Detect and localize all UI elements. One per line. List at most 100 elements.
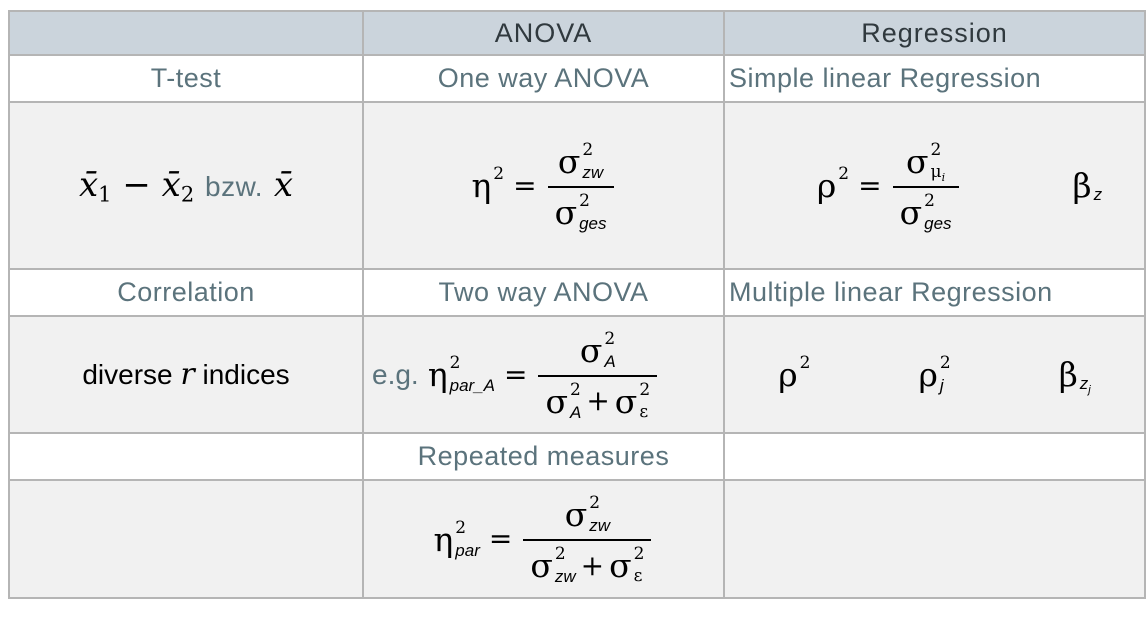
subscript-zj: zj (1079, 374, 1091, 396)
sigma-symbol: σ (899, 192, 923, 232)
sub-2: 2 (180, 182, 195, 207)
exponent-2: 2 (554, 544, 566, 564)
eta-symbol: η (433, 519, 454, 559)
exponent-2: 2 (639, 379, 651, 400)
subscript-ges: ges (924, 213, 952, 233)
subscript-zw: zw (554, 567, 576, 586)
header-cell-empty (8, 10, 364, 56)
exponent-2: 2 (939, 353, 951, 373)
sigma-symbol: σ (564, 495, 588, 534)
rho-symbol: ρ (918, 355, 938, 394)
cell-two-way-anova-label: Two way ANOVA (362, 268, 725, 317)
cell-repeated-measures-label: Repeated measures (362, 432, 725, 481)
sigma-symbol: σ (530, 546, 553, 585)
rho-symbol: ρ (778, 355, 798, 394)
subscript-zw: zw (582, 162, 604, 182)
bzw-text: bzw. (205, 170, 264, 202)
cell-empty-gray-right (723, 479, 1146, 599)
sigma-symbol: σ (609, 546, 632, 585)
statistics-comparison-table: ANOVA Regression T-test One way ANOVA Si… (8, 10, 1146, 599)
subscript-epsilon: ε (633, 566, 643, 586)
scripts: 2 zw (554, 544, 576, 586)
beta-symbol: β (1072, 166, 1092, 205)
sigma-symbol: σ (905, 141, 929, 181)
indices-text: indices (202, 359, 290, 390)
exponent-2: 2 (799, 353, 811, 373)
eg-text: e.g. (372, 358, 419, 390)
subscript-zw: zw (589, 516, 611, 535)
equals-sign: = (858, 168, 882, 202)
cell-empty-gray-left (8, 479, 364, 599)
mu-symbol: μ (930, 161, 942, 182)
sub-1: 1 (98, 182, 112, 207)
xbar2: x̄ (161, 164, 181, 205)
cell-empty-left (8, 432, 364, 481)
equals-sign: = (503, 357, 528, 391)
sigma-symbol: σ (545, 381, 568, 421)
exponent-2: 2 (493, 164, 505, 184)
plus-sign: + (586, 384, 610, 417)
minus-sign: − (122, 164, 151, 205)
label-row-2: Correlation Two way ANOVA Multiple linea… (8, 268, 1146, 317)
equals-sign: = (513, 168, 537, 202)
cell-empty-right (723, 432, 1146, 481)
cell-correlation-label: Correlation (8, 268, 364, 317)
header-row: ANOVA Regression (8, 10, 1146, 56)
beta-symbol: β (1058, 355, 1078, 394)
sigma-symbol: σ (554, 192, 578, 232)
diverse-r-indices-text: diverse r indices (82, 357, 290, 392)
exponent-2: 2 (579, 190, 590, 211)
equals-sign: = (488, 522, 513, 555)
cell-multiple-regression-label: Multiple linear Regression (723, 268, 1146, 317)
z-symbol: z (1079, 374, 1089, 393)
exponent-2: 2 (924, 190, 935, 211)
subscript-A: A (604, 351, 616, 371)
r-symbol: r (180, 357, 195, 392)
plus-sign: + (580, 548, 605, 582)
label-row-3: Repeated measures (8, 432, 1146, 481)
exponent-2: 2 (455, 517, 467, 538)
subscript-mu-i: μi (930, 161, 946, 183)
cell-r-indices: diverse r indices (8, 315, 364, 434)
label-row-1: T-test One way ANOVA Simple linear Regre… (8, 54, 1146, 103)
diverse-text: diverse (82, 359, 173, 390)
subscript-ges: ges (579, 213, 607, 233)
subsubscript-j: j (1088, 384, 1091, 396)
mean-difference-formula: x̄1 − x̄2 bzw. x̄ (79, 164, 294, 207)
exponent-2: 2 (604, 328, 616, 349)
xbar: x̄ (273, 164, 294, 205)
subscript-epsilon: ε (639, 401, 649, 422)
exponent-2: 2 (449, 353, 461, 373)
